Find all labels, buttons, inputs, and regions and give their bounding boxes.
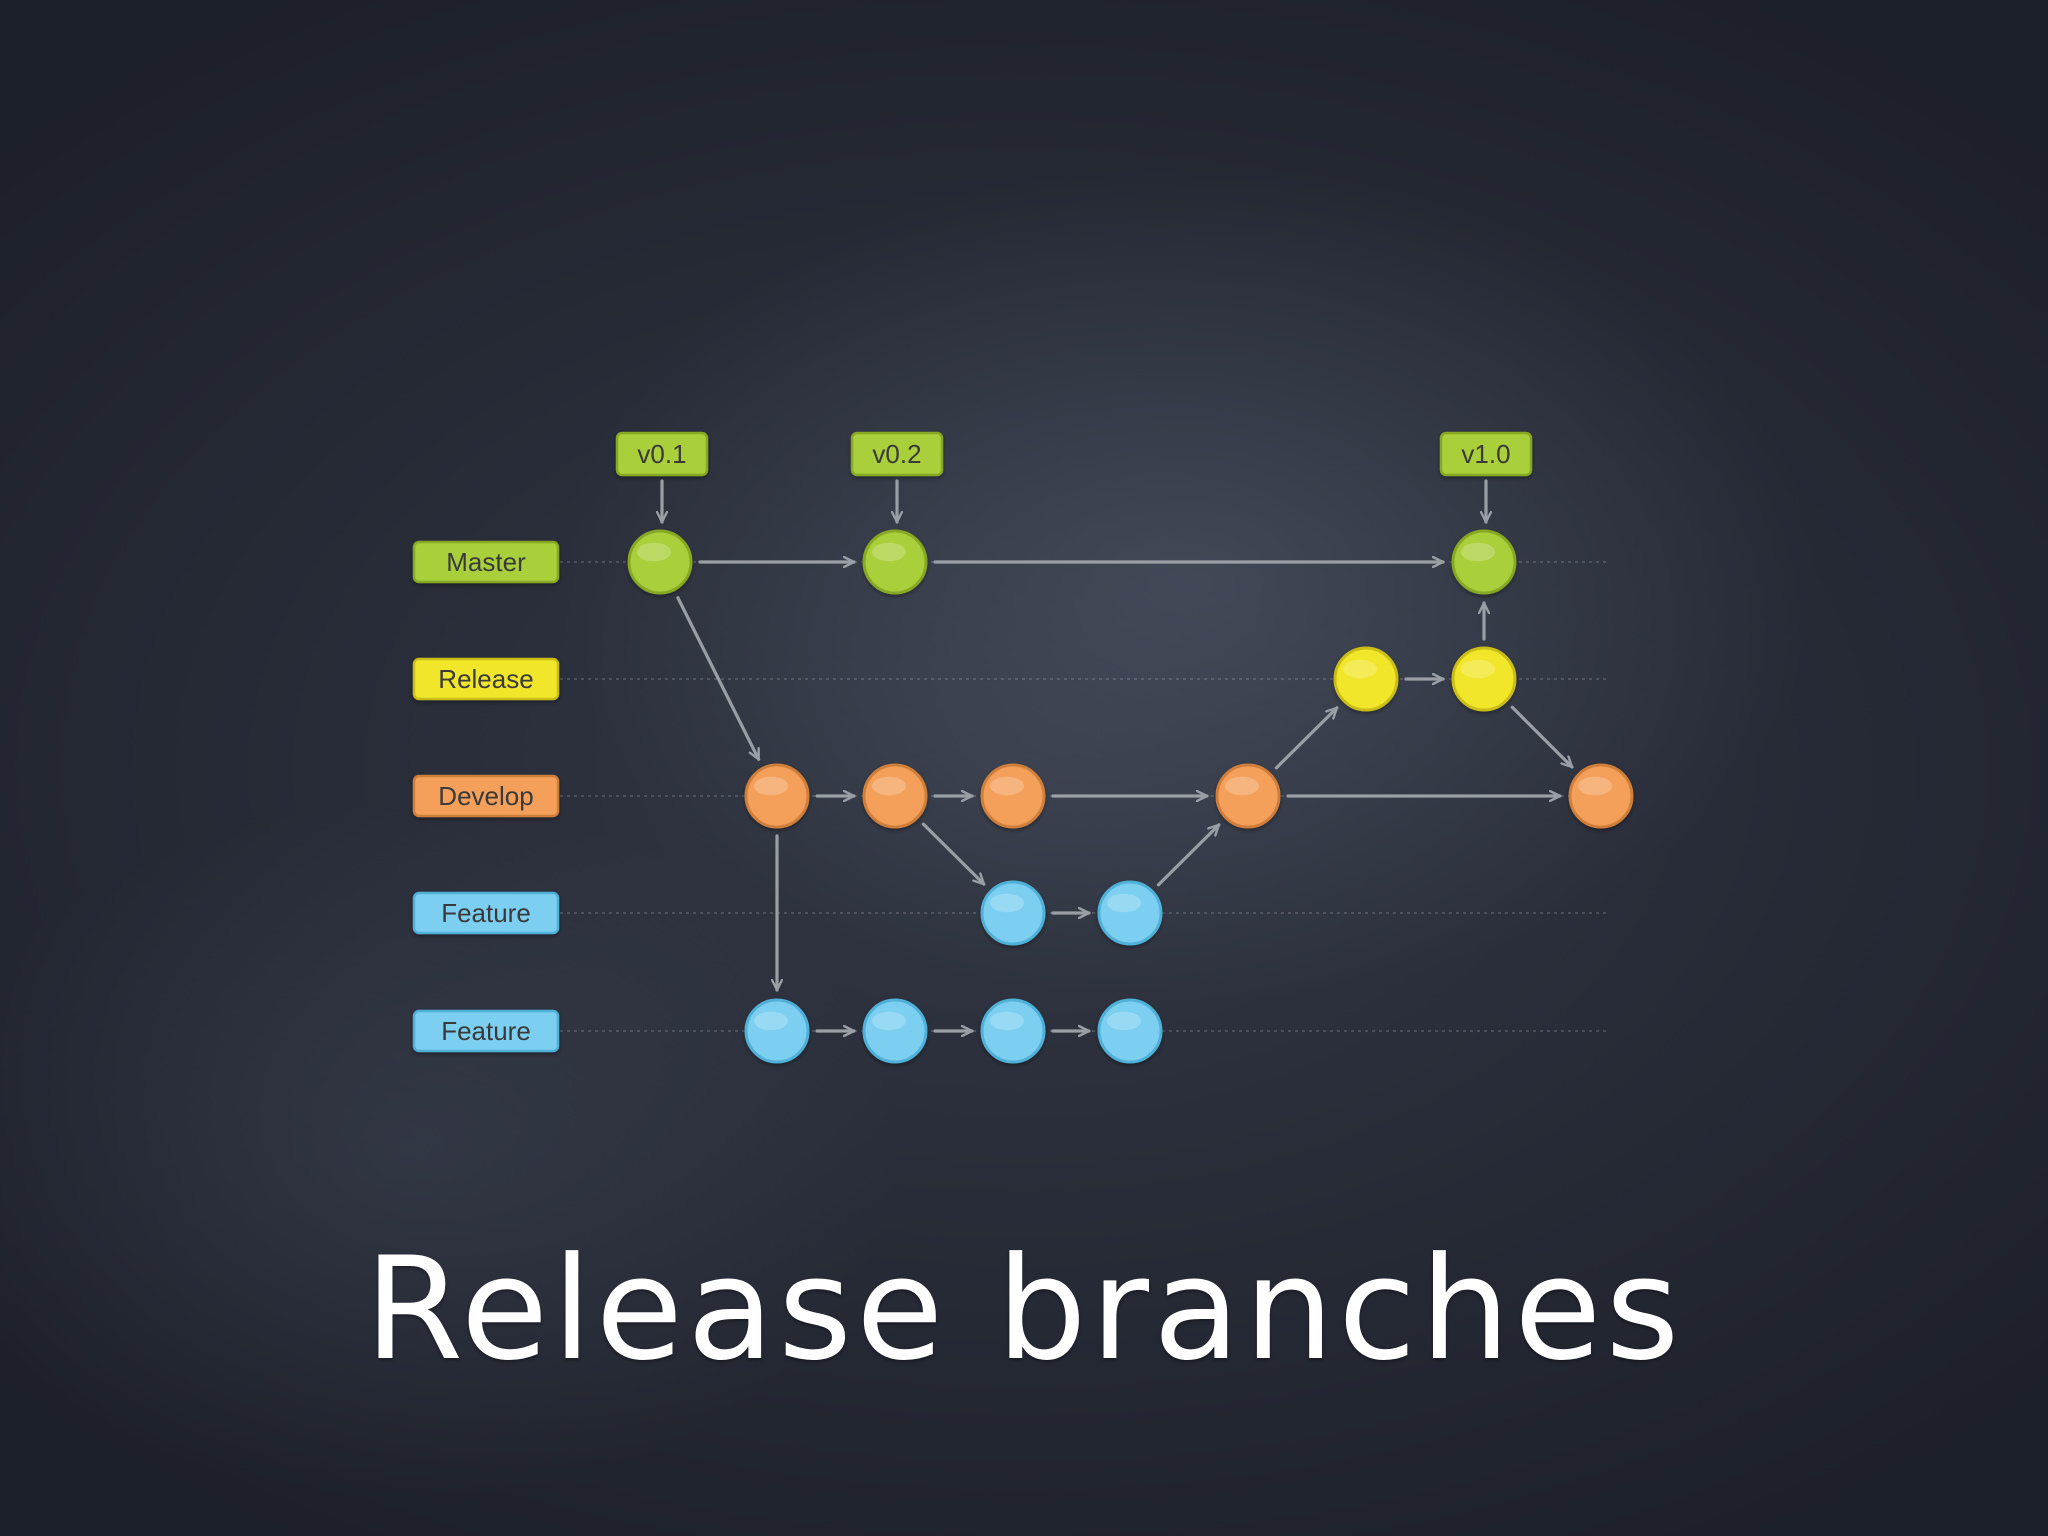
lane-label-release: Release [412, 657, 560, 701]
commit-node-f2d [1097, 998, 1163, 1064]
commit-node-m2 [862, 529, 928, 595]
commit-node-f2c [980, 998, 1046, 1064]
commit-node-m3 [1451, 529, 1517, 595]
version-tag-box [615, 431, 709, 477]
lane-label-text: Master [446, 547, 526, 577]
commit-highlight-f2d [1106, 1011, 1142, 1031]
version-tag-box [850, 431, 944, 477]
commit-node-f1b [1097, 880, 1163, 946]
commit-highlight-f1b [1106, 893, 1142, 913]
commit-highlight-d3 [989, 776, 1025, 796]
commit-highlight-f2a [753, 1011, 789, 1031]
version-tag-v0.1: v0.1 [615, 431, 709, 524]
commit-node-f2a [744, 998, 810, 1064]
version-tag-v0.2: v0.2 [850, 431, 944, 524]
lane-label-feature2: Feature [412, 1009, 560, 1053]
lane-label-text: Develop [438, 781, 533, 811]
commit-node-f2b [862, 998, 928, 1064]
commit-highlight-f1a [989, 893, 1025, 913]
lane-label-feature1: Feature [412, 891, 560, 935]
version-tag-v1.0: v1.0 [1439, 431, 1533, 524]
commit-highlight-r1 [1342, 659, 1378, 679]
commit-node-d1 [744, 763, 810, 829]
slide-title: Release branches [364, 1227, 1684, 1392]
commit-nodes [627, 529, 1634, 1064]
commit-highlight-f2b [871, 1011, 907, 1031]
edge-f1b-to-d4 [1156, 823, 1221, 887]
commit-highlight-d2 [871, 776, 907, 796]
commit-highlight-m1 [636, 542, 672, 562]
lane-label-box [412, 657, 560, 701]
edge-r2-to-d5 [1510, 705, 1574, 769]
commit-edges [676, 562, 1574, 1031]
lane-label-box [412, 774, 560, 818]
lane-label-text: Feature [441, 1016, 531, 1046]
lane-label-box [412, 540, 560, 584]
commit-node-d4 [1215, 763, 1281, 829]
commit-highlight-d5 [1577, 776, 1613, 796]
commit-highlight-f2c [989, 1011, 1025, 1031]
version-tags: v0.1 v0.2 v1.0 [615, 431, 1533, 524]
lane-label-develop: Develop [412, 774, 560, 818]
version-tag-text: v1.0 [1461, 439, 1510, 469]
commit-highlight-r2 [1460, 659, 1496, 679]
lane-label-box [412, 1009, 560, 1053]
lane-label-text: Release [438, 664, 533, 694]
lane-label-box [412, 891, 560, 935]
edge-d2-to-f1a [921, 822, 986, 886]
commit-highlight-m3 [1460, 542, 1496, 562]
commit-highlight-m2 [871, 542, 907, 562]
commit-node-d2 [862, 763, 928, 829]
commit-node-r2 [1451, 646, 1517, 712]
commit-highlight-d1 [753, 776, 789, 796]
lane-label-text: Feature [441, 898, 531, 928]
commit-node-d5 [1568, 763, 1634, 829]
version-tag-text: v0.2 [872, 439, 921, 469]
edge-d4-to-r1 [1274, 706, 1339, 770]
commit-node-r1 [1333, 646, 1399, 712]
edge-m1-to-d1 [676, 596, 761, 761]
version-tag-text: v0.1 [637, 439, 686, 469]
commit-node-f1a [980, 880, 1046, 946]
commit-node-m1 [627, 529, 693, 595]
commit-node-d3 [980, 763, 1046, 829]
version-tag-box [1439, 431, 1533, 477]
commit-highlight-d4 [1224, 776, 1260, 796]
lane-label-master: Master [412, 540, 560, 584]
